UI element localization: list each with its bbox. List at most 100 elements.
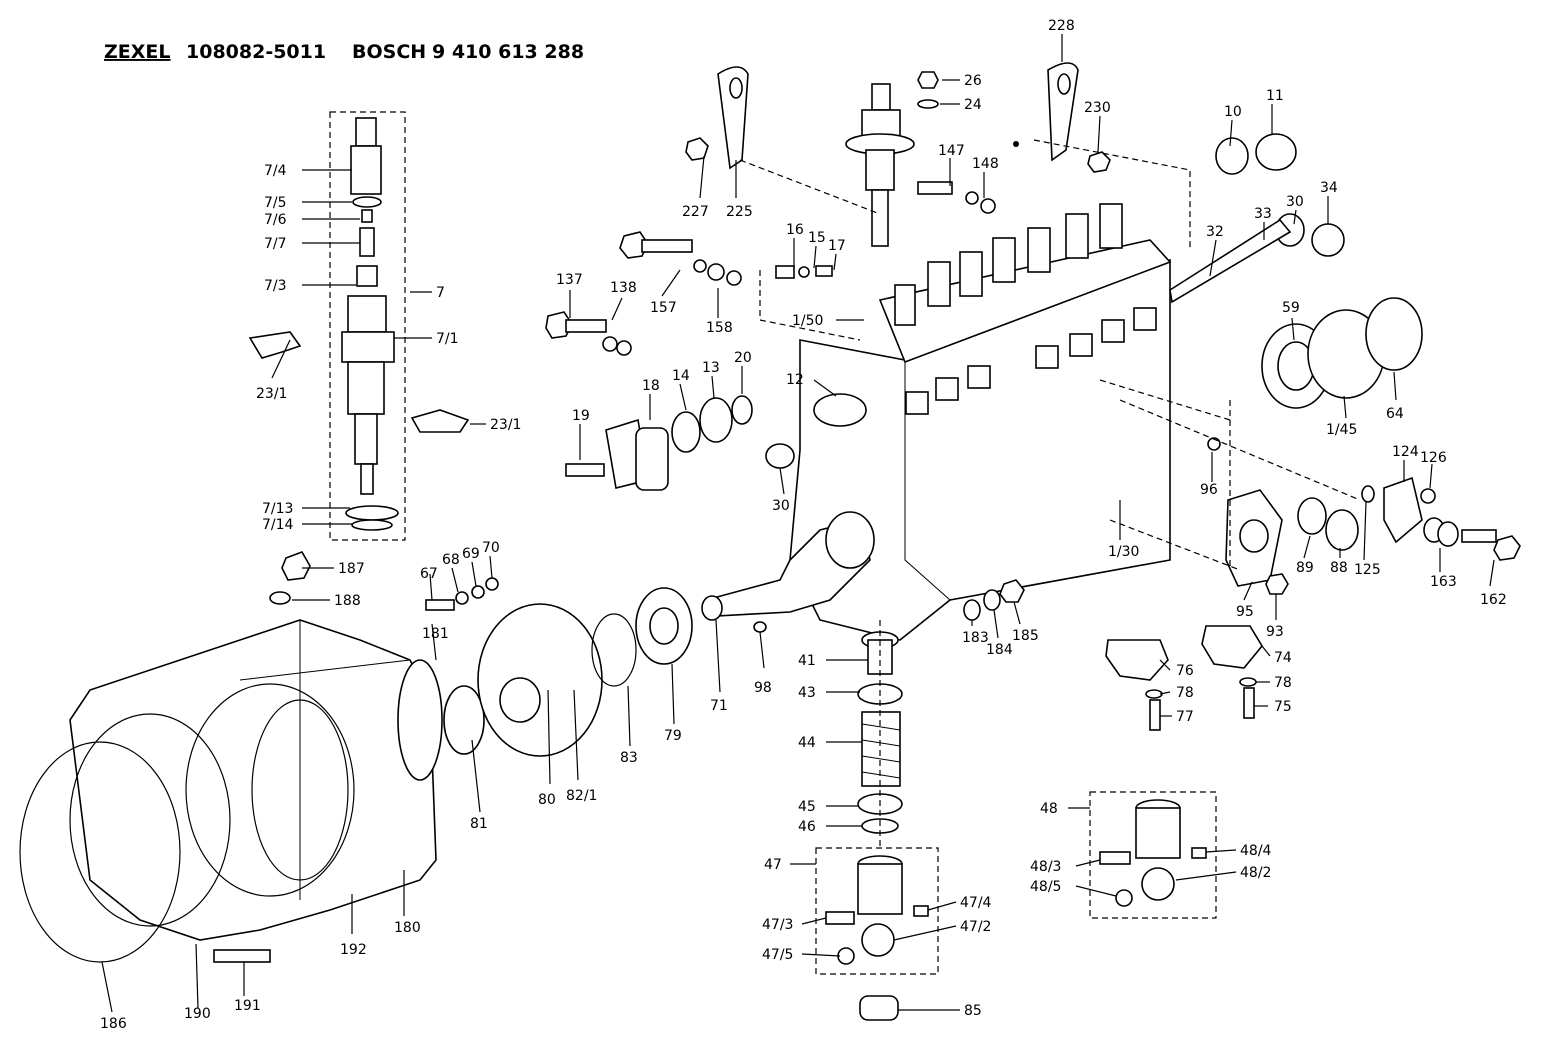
callout-64: 64 [1386,406,1404,422]
callout-190: 190 [184,1006,211,1022]
callout-10: 10 [1224,104,1242,120]
callout-7-14: 7/14 [262,517,294,533]
callout-162: 162 [1480,592,1507,608]
callout-7-5: 7/5 [264,195,287,211]
callout-26: 26 [964,73,982,89]
camshaft [701,511,875,633]
callout-7-13: 7/13 [262,501,293,517]
callout-68: 68 [442,552,460,568]
callout-88: 88 [1330,560,1348,576]
callout-125: 125 [1354,562,1381,578]
callout-11: 11 [1266,88,1284,104]
callout-157: 157 [650,300,677,316]
lower-fasteners [963,579,1025,621]
callout-230: 230 [1084,100,1111,116]
callout-30-top: 30 [1286,194,1304,210]
callout-80: 80 [538,792,556,808]
callout-71: 71 [710,698,728,714]
callout-48-3: 48/3 [1030,859,1061,875]
callout-23-1-left: 23/1 [256,386,287,402]
callout-180: 180 [394,920,421,936]
callout-13: 13 [702,360,720,376]
callout-147: 147 [938,143,965,159]
roller-tappet-group-48 [1089,791,1217,919]
callout-43: 43 [798,685,816,701]
callout-7-3: 7/3 [264,278,287,294]
callout-labels: 7/4 7/5 7/6 7/7 7/3 7 7/1 23/1 23/1 7/13… [100,18,1507,1032]
callout-98: 98 [754,680,772,696]
callout-18: 18 [642,378,660,394]
callout-82-1: 82/1 [566,788,597,804]
callout-1-30: 1/30 [1108,544,1139,560]
callout-48: 48 [1040,801,1058,817]
header-brand-zexel: ZEXEL [104,41,171,63]
callout-34: 34 [1320,180,1338,196]
callout-228: 228 [1048,18,1075,34]
callout-126: 126 [1420,450,1447,466]
callout-48-2: 48/2 [1240,865,1271,881]
callout-186: 186 [100,1016,127,1032]
callout-93: 93 [1266,624,1284,640]
callout-138: 138 [610,280,637,296]
callout-7-1: 7/1 [436,331,459,347]
callout-96: 96 [1200,482,1218,498]
callout-19: 19 [572,408,590,424]
callout-158: 158 [706,320,733,336]
leader-lines [101,34,1495,1013]
roller-tappet-group-47 [815,847,939,1021]
callout-17: 17 [828,238,846,254]
assembly-guide-lines [739,139,1361,850]
callout-76: 76 [1176,663,1194,679]
callout-20: 20 [734,350,752,366]
callout-47-4: 47/4 [960,895,992,911]
callout-74: 74 [1274,650,1292,666]
callout-227: 227 [682,204,709,220]
header-zexel-part-number: 108082-5011 [186,41,326,63]
callout-32: 32 [1206,224,1224,240]
callout-69: 69 [462,546,480,562]
callout-137: 137 [556,272,583,288]
callout-16: 16 [786,222,804,238]
callout-188: 188 [334,593,361,609]
delivery-valve-group [248,111,470,541]
callout-85: 85 [964,1003,982,1019]
right-side-cover [1207,437,1521,595]
callout-24: 24 [964,97,982,113]
callout-124: 124 [1392,444,1419,460]
callout-192: 192 [340,942,367,958]
callout-183: 183 [962,630,989,646]
callout-185: 185 [1012,628,1039,644]
callout-46: 46 [798,819,816,835]
callout-1-50: 1/50 [792,313,823,329]
callout-1-45: 1/45 [1326,422,1357,438]
header-brand-bosch: BOSCH [352,41,426,63]
callout-23-1-right: 23/1 [490,417,521,433]
callout-78-right: 78 [1274,675,1292,691]
header-bosch-part-number: 9 410 613 288 [432,41,584,63]
rear-bearing-and-seals [1169,133,1423,409]
callout-7: 7 [436,285,445,301]
callout-7-7: 7/7 [264,236,287,252]
port-covers [905,307,1157,415]
callout-47-5: 47/5 [762,947,793,963]
callout-47-2: 47/2 [960,919,991,935]
lifting-brackets [685,62,1111,173]
callout-48-4: 48/4 [1240,843,1272,859]
callout-225: 225 [726,204,753,220]
callout-47-3: 47/3 [762,917,793,933]
callout-30-mid: 30 [772,498,790,514]
callout-15: 15 [808,230,826,246]
callout-12: 12 [786,372,804,388]
callout-14: 14 [672,368,690,384]
callout-79: 79 [664,728,682,744]
callout-81: 81 [470,816,488,832]
callout-89: 89 [1296,560,1314,576]
callout-48-5: 48/5 [1030,879,1061,895]
callout-95: 95 [1236,604,1254,620]
callout-67: 67 [420,566,438,582]
front-housing [19,551,693,963]
callout-148: 148 [972,156,999,172]
callout-163: 163 [1430,574,1457,590]
top-valve-assembly [845,71,939,247]
